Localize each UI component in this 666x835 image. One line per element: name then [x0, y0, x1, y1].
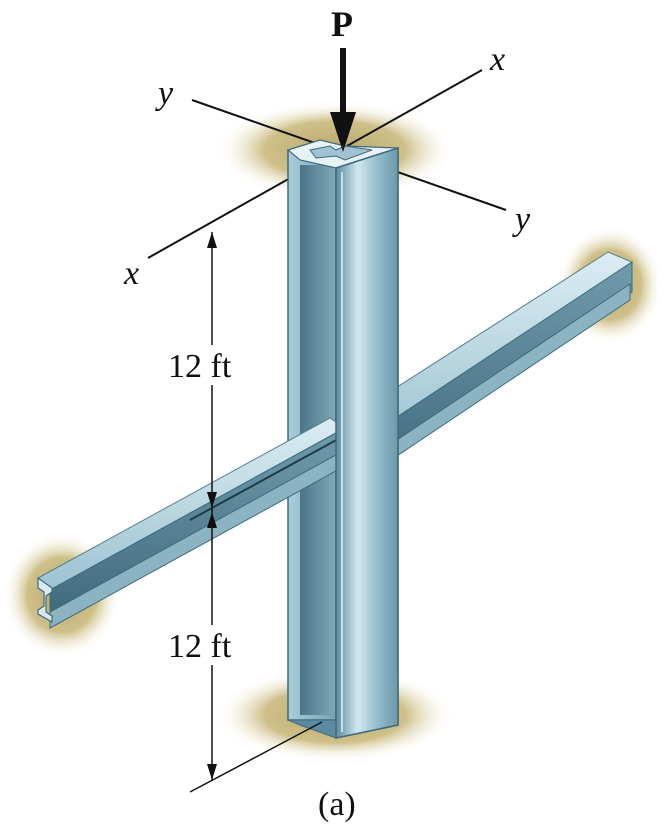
dimension-lower-label: 12 ft	[168, 628, 232, 665]
column-front-flange-overlay	[335, 146, 399, 739]
cross-beam-front	[37, 417, 346, 629]
beam-end-section	[37, 576, 53, 624]
axis-x-bottom-label: x	[123, 255, 139, 292]
dimension-upper-label: 12 ft	[168, 348, 232, 385]
figure-caption: (a)	[318, 786, 356, 823]
dimension-line	[189, 232, 323, 793]
axis-y-left-label: y	[155, 75, 174, 112]
axis-x-top-label: x	[489, 41, 505, 78]
axis-y-right-label: y	[512, 201, 531, 238]
load-label: P	[331, 4, 353, 44]
load-arrow	[330, 48, 356, 152]
